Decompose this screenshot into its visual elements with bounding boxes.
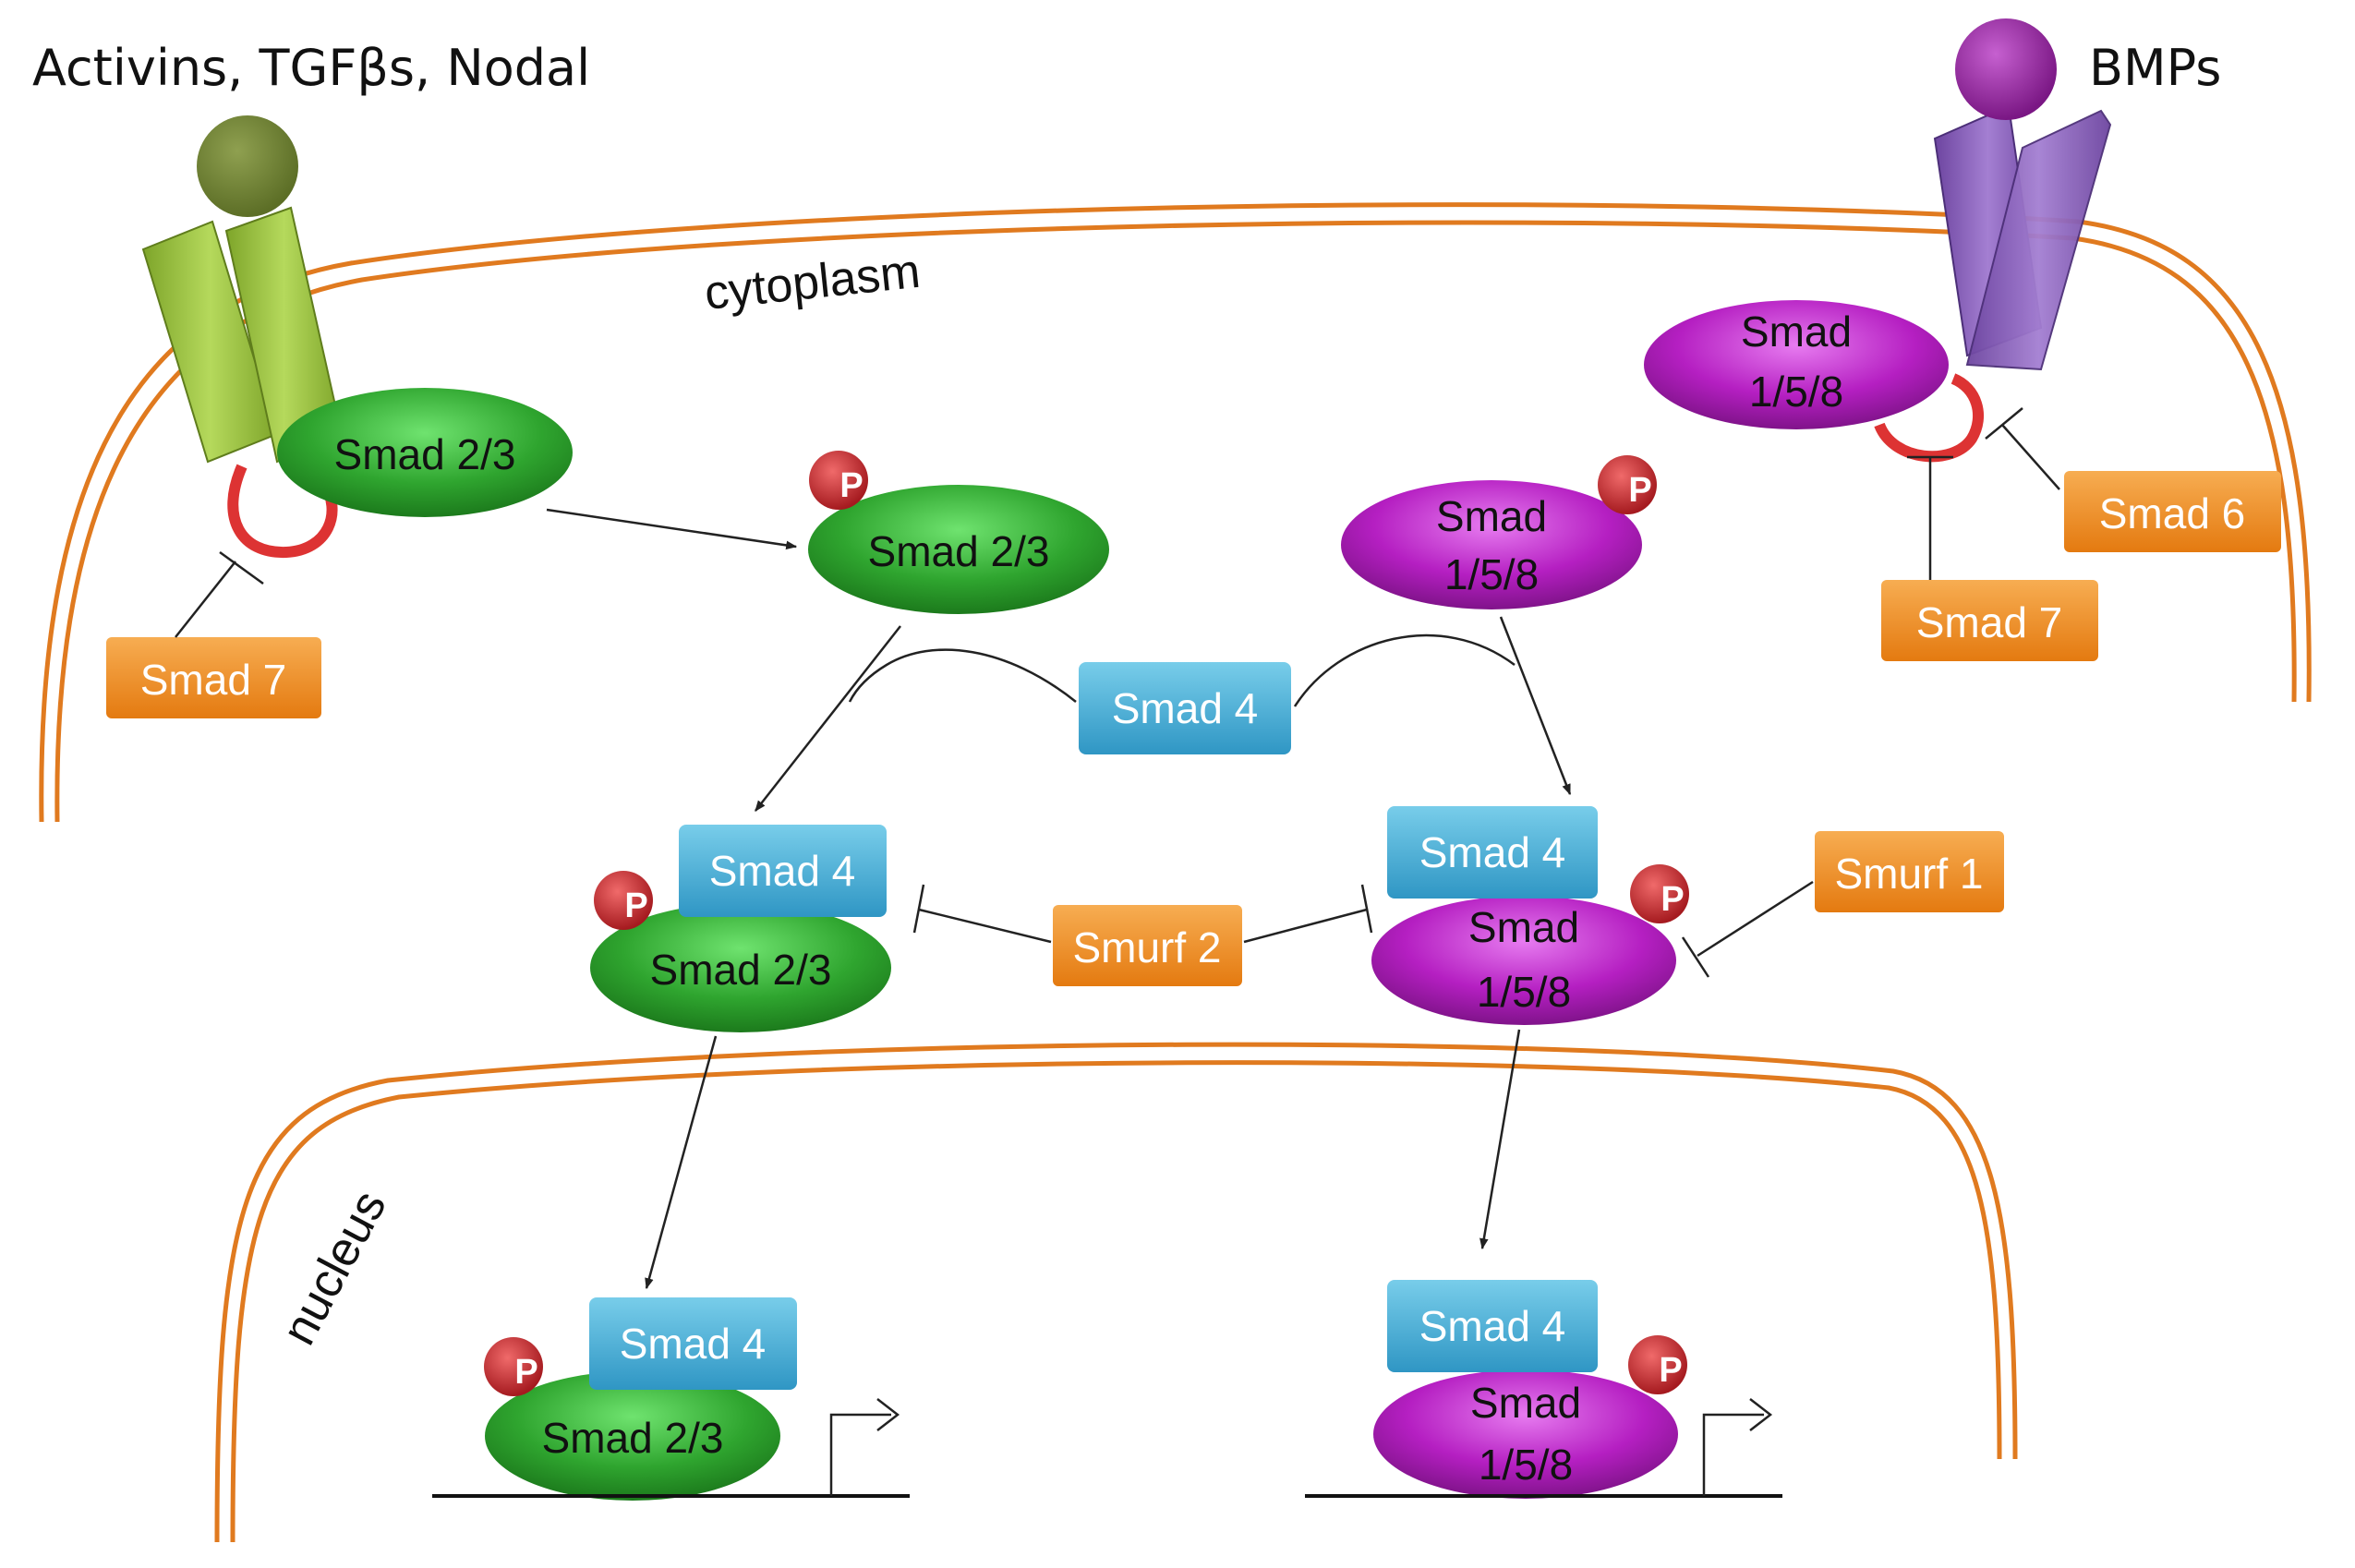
smad23-complex: [590, 903, 891, 1032]
phospho-label-5: P: [514, 1353, 537, 1392]
smurf2-box: [1053, 905, 1242, 986]
smad158-complex-label2: 1/5/8: [1477, 968, 1571, 1016]
smad158-complex: [1371, 896, 1676, 1025]
smad23-phospho: [808, 485, 1109, 614]
nuclear-membrane: [214, 1042, 2018, 1543]
smad4-nuclear-right: [1387, 1280, 1598, 1372]
left-ligand-label: Activins, TGFβs, Nodal: [32, 39, 590, 97]
phospho-marker-6: [1628, 1335, 1687, 1394]
smurf1-box: [1815, 831, 2004, 912]
smad158-receptor-bound-label1: Smad: [1741, 308, 1852, 356]
smad7-left-box: [106, 637, 321, 718]
smad158-phospho-label2: 1/5/8: [1444, 550, 1539, 598]
smurf1-label: Smurf 1: [1834, 850, 1983, 898]
smad158-nuclear: [1373, 1369, 1678, 1499]
right-inhibition-loop: [1874, 373, 1985, 463]
smad158-phospho: [1341, 480, 1642, 609]
smad23-receptor-bound-label: Smad 2/3: [334, 430, 516, 478]
smad4-free: [1079, 662, 1291, 754]
smad6-box: [2064, 471, 2281, 552]
dna-right: [1305, 1398, 1782, 1498]
phospho-label-4: P: [1661, 880, 1684, 919]
smad4-complex-left: [679, 825, 887, 917]
phospho-label-2: P: [1628, 471, 1651, 510]
smad4-complex-right: [1387, 806, 1598, 899]
cell-membrane: [39, 202, 2312, 823]
smad4-complex-right-label: Smad 4: [1419, 828, 1566, 876]
right-ligand-label: BMPs: [2089, 39, 2221, 97]
smad158-receptor-bound: [1644, 300, 1949, 429]
activin-ligand-ball: [197, 115, 298, 217]
smad158-phospho-label1: Smad: [1436, 492, 1547, 540]
activation-arrows: [546, 508, 1572, 1290]
smad23-nuclear: [485, 1371, 780, 1501]
bmp-receptor: [1933, 104, 2112, 371]
smad7-right-label: Smad 7: [1916, 598, 2063, 646]
phospho-marker-5: [484, 1337, 543, 1396]
phospho-marker-2: [1598, 455, 1657, 514]
phospho-label-1: P: [839, 466, 863, 505]
smad23-phospho-label: Smad 2/3: [868, 527, 1050, 575]
nucleus-label: nucleus: [272, 1182, 396, 1353]
smad7-left-label: Smad 7: [140, 656, 287, 704]
smad4-nuclear-left: [589, 1297, 797, 1390]
inhibition-lines: [175, 407, 2060, 978]
smad4-nuclear-right-label: Smad 4: [1419, 1302, 1566, 1350]
dna-left: [432, 1398, 910, 1498]
smurf2-label: Smurf 2: [1072, 923, 1221, 971]
phospho-label-6: P: [1659, 1351, 1682, 1390]
smad4-nuclear-left-label: Smad 4: [620, 1320, 767, 1368]
phospho-marker-4: [1630, 864, 1689, 923]
phospho-label-3: P: [624, 887, 647, 925]
phospho-marker-3: [594, 871, 653, 930]
smad23-complex-label: Smad 2/3: [650, 946, 832, 994]
smad158-nuclear-label2: 1/5/8: [1479, 1441, 1573, 1489]
phospho-marker-1: [809, 451, 868, 510]
smad158-nuclear-label1: Smad: [1470, 1379, 1581, 1427]
cytoplasm-label: cytoplasm: [702, 245, 923, 320]
smad4-complex-left-label: Smad 4: [709, 847, 856, 895]
bmp-ligand-ball: [1955, 18, 2057, 120]
smad6-label: Smad 6: [2099, 489, 2246, 537]
smad158-receptor-bound-label2: 1/5/8: [1749, 368, 1843, 416]
smad23-nuclear-label: Smad 2/3: [542, 1414, 724, 1462]
smad7-right-box: [1881, 580, 2098, 661]
smad23-receptor-bound: [277, 388, 573, 517]
smad158-complex-label1: Smad: [1468, 903, 1579, 951]
left-inhibition-loop: [227, 464, 338, 559]
smad4-free-label: Smad 4: [1112, 684, 1259, 732]
